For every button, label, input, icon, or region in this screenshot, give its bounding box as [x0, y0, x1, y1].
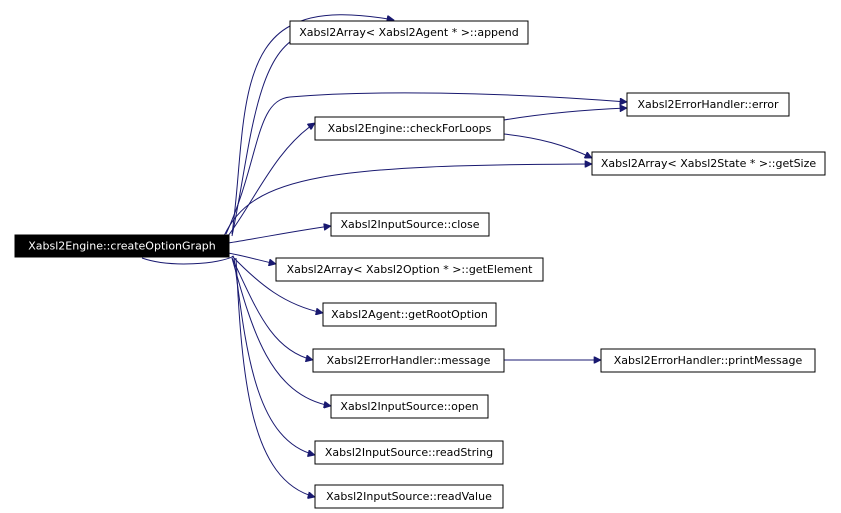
- edge-root-to-readString: [233, 257, 315, 455]
- edge-root-to-getRootOption: [231, 255, 323, 313]
- edge-root-self: [141, 255, 235, 265]
- node-checkForLoops[interactable]: Xabsl2Engine::checkForLoops: [314, 116, 505, 141]
- node-label: Xabsl2Array< Xabsl2Agent * >::append: [299, 26, 519, 39]
- edge-root-to-open: [231, 257, 331, 406]
- edge-root-to-message: [231, 257, 313, 360]
- node-label: Xabsl2InputSource::close: [340, 218, 479, 231]
- node-label: Xabsl2Engine::createOptionGraph: [28, 240, 216, 253]
- node-label: Xabsl2InputSource::open: [340, 400, 478, 413]
- node-createOptionGraph[interactable]: Xabsl2Engine::createOptionGraph: [14, 234, 230, 258]
- node-label: Xabsl2ErrorHandler::error: [637, 98, 778, 111]
- node-readValue[interactable]: Xabsl2InputSource::readValue: [314, 484, 504, 509]
- edge-root-to-readValue: [235, 257, 315, 497]
- node-append[interactable]: Xabsl2Array< Xabsl2Agent * >::append: [289, 20, 529, 45]
- edge-root-to-getElement: [227, 252, 276, 264]
- node-open[interactable]: Xabsl2InputSource::open: [330, 394, 489, 419]
- node-label: Xabsl2ErrorHandler::message: [327, 354, 491, 367]
- node-getSize[interactable]: Xabsl2Array< Xabsl2State * >::getSize: [591, 151, 826, 176]
- node-label: Xabsl2ErrorHandler::printMessage: [614, 354, 803, 367]
- edge-root-to-checkForLoops: [227, 123, 315, 237]
- node-label: Xabsl2Array< Xabsl2State * >::getSize: [601, 157, 817, 170]
- node-label: Xabsl2Engine::checkForLoops: [328, 122, 492, 135]
- edge-root-to-close: [227, 226, 331, 244]
- edge-root-to-append: [231, 14, 394, 235]
- node-message[interactable]: Xabsl2ErrorHandler::message: [312, 348, 505, 373]
- node-readString[interactable]: Xabsl2InputSource::readString: [314, 440, 504, 465]
- node-error[interactable]: Xabsl2ErrorHandler::error: [626, 92, 790, 117]
- edges-layer: [141, 14, 627, 497]
- edge-root-to-error: [225, 92, 627, 235]
- edge-root-to-getSize: [223, 164, 592, 237]
- node-getElement[interactable]: Xabsl2Array< Xabsl2Option * >::getElemen…: [275, 257, 544, 282]
- edge-checkForLoops-to-getSize: [503, 133, 592, 158]
- node-label: Xabsl2Agent::getRootOption: [331, 308, 488, 321]
- node-getRootOption[interactable]: Xabsl2Agent::getRootOption: [322, 302, 497, 327]
- node-label: Xabsl2InputSource::readValue: [326, 490, 492, 503]
- node-label: Xabsl2Array< Xabsl2Option * >::getElemen…: [287, 263, 534, 276]
- node-close[interactable]: Xabsl2InputSource::close: [330, 212, 490, 237]
- nodes-layer: Xabsl2Engine::createOptionGraph Xabsl2Ar…: [14, 20, 826, 509]
- node-printMessage[interactable]: Xabsl2ErrorHandler::printMessage: [600, 348, 816, 373]
- edge-checkForLoops-to-error: [503, 108, 627, 121]
- node-label: Xabsl2InputSource::readString: [325, 446, 493, 459]
